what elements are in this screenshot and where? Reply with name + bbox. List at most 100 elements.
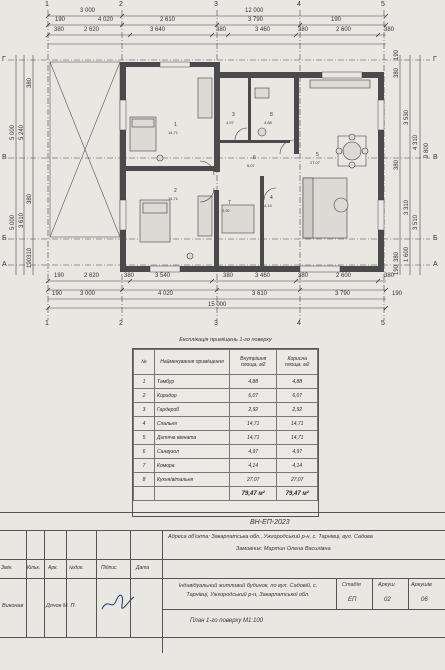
axis-label: 1 xyxy=(45,1,49,8)
total-useful-area: 79,47 м² xyxy=(276,486,318,501)
dim-label: 380 xyxy=(298,27,309,33)
dim-label: 190 xyxy=(27,257,33,268)
author-name: Дячок М. П. xyxy=(46,603,76,609)
sheet-value: 02 xyxy=(384,597,391,603)
axis-label: 2 xyxy=(119,320,123,327)
dim-label: 190 xyxy=(55,17,66,23)
axis-label: 5 xyxy=(381,1,385,8)
axis-label: 3 xyxy=(214,320,218,327)
dim-label: 3 460 xyxy=(255,27,271,33)
dim-label: 4 020 xyxy=(98,17,114,23)
dim-label: 380 xyxy=(216,27,227,33)
dim-label: 3 310 xyxy=(404,199,410,215)
room-number: 7 xyxy=(133,458,155,473)
room-number: 8 xyxy=(133,472,155,487)
axis-label: Г xyxy=(2,56,6,63)
dim-label: 3 530 xyxy=(404,109,410,125)
header-doc: №док. xyxy=(69,565,84,571)
axis-label: Б xyxy=(433,235,438,242)
dim-label: 380 xyxy=(124,273,135,279)
room-number: 3 xyxy=(133,402,155,417)
dim-label: 4 020 xyxy=(158,291,174,297)
dim-label: 380 xyxy=(384,27,395,33)
room-useful-area: 14,71 xyxy=(276,430,318,445)
room-number-marker: 7 xyxy=(228,200,231,206)
dim-label: 2 620 xyxy=(84,273,100,279)
dim-label: 380 xyxy=(384,273,395,279)
dim-label: 380 xyxy=(298,273,309,279)
room-area-marker: 14,71 xyxy=(168,196,179,201)
dim-label: 3 790 xyxy=(335,291,351,297)
col-area: Внутрішня площа, м2 xyxy=(228,349,278,375)
dim-label: 5 000 xyxy=(10,124,16,140)
room-name: Санвузол xyxy=(154,444,230,459)
header-count: Кільк. xyxy=(27,565,41,571)
dim-label: 3 540 xyxy=(155,273,171,279)
col-number: № xyxy=(133,349,155,375)
axis-label: 1 xyxy=(45,320,49,327)
dim-label: 380 xyxy=(54,27,65,33)
axis-label: 4 xyxy=(297,320,301,327)
room-area-marker: 14,71 xyxy=(168,130,179,135)
dim-label: 5 000 xyxy=(10,214,16,230)
dim-label: 2 600 xyxy=(336,273,352,279)
room-number-marker: 6 xyxy=(253,155,256,161)
role-label: Виконав xyxy=(2,603,24,609)
sheet-label: Аркуш xyxy=(378,582,395,588)
stage-label: Стадія xyxy=(342,582,361,588)
room-area: 14,71 xyxy=(228,430,278,445)
dim-label: 5 240 xyxy=(19,124,25,140)
sheet-title: План 1-го поверху М1:100 xyxy=(190,618,264,624)
dim-label: 3 000 xyxy=(80,291,96,297)
dim-label: 3 640 xyxy=(150,27,166,33)
explication-title: Експлікація приміщень 1-го поверху xyxy=(179,337,272,343)
title-block: ВН-ЕП-2023 Адреса об'єкта: Закарпатська … xyxy=(0,512,445,653)
room-area-marker: 4,14 xyxy=(264,203,272,208)
room-number: 5 xyxy=(133,430,155,445)
room-number: 4 xyxy=(133,416,155,431)
room-area-marker: 4,88 xyxy=(264,120,272,125)
axis-label: Б xyxy=(2,235,7,242)
floor-plan xyxy=(8,10,430,320)
room-area: 4,88 xyxy=(228,374,278,389)
sheets-label: Аркушів xyxy=(411,582,432,588)
dim-label: 380 xyxy=(394,251,400,262)
header-date: Дата xyxy=(136,565,150,571)
room-useful-area: 4,14 xyxy=(276,458,318,473)
axis-label: Г xyxy=(433,56,437,63)
header-sheet: Арк. xyxy=(48,565,58,571)
dim-label: 380 xyxy=(394,159,400,170)
signature-image xyxy=(101,594,135,610)
room-number-marker: 5 xyxy=(316,152,319,158)
dim-label: 2 620 xyxy=(84,27,100,33)
dim-label: 380 xyxy=(27,77,33,88)
room-number-marker: 3 xyxy=(232,112,235,118)
dim-label: 4 310 xyxy=(413,134,419,150)
room-area: 14,71 xyxy=(228,416,278,431)
axis-label: 3 xyxy=(214,1,218,8)
dim-label: 3 790 xyxy=(248,17,264,23)
room-area-marker: 2,92 xyxy=(222,208,230,213)
dim-label: 3 000 xyxy=(80,8,96,14)
stage-value: ЕП xyxy=(348,597,357,603)
room-number-marker: 4 xyxy=(270,195,273,201)
room-area: 2,92 xyxy=(228,402,278,417)
dim-label: 190 xyxy=(331,17,342,23)
dim-label: 3 610 xyxy=(252,291,268,297)
room-area-marker: 6,07 xyxy=(247,163,255,168)
room-number: 6 xyxy=(133,444,155,459)
room-name: Спальня xyxy=(154,416,230,431)
object-address: Адреса об'єкта: Закарпатська обл., Ужгор… xyxy=(168,534,373,540)
col-useful-area: Корисна площа, м2 xyxy=(276,349,318,375)
dim-label: 3 510 xyxy=(413,214,419,230)
room-useful-area: 4,97 xyxy=(276,444,318,459)
room-useful-area: 2,92 xyxy=(276,402,318,417)
dim-label: 380 xyxy=(394,67,400,78)
dim-label: 1 600 xyxy=(404,246,410,262)
object-description: Індивідуальний житловий будинок, по вул.… xyxy=(178,583,318,598)
axis-label: 2 xyxy=(119,1,123,8)
